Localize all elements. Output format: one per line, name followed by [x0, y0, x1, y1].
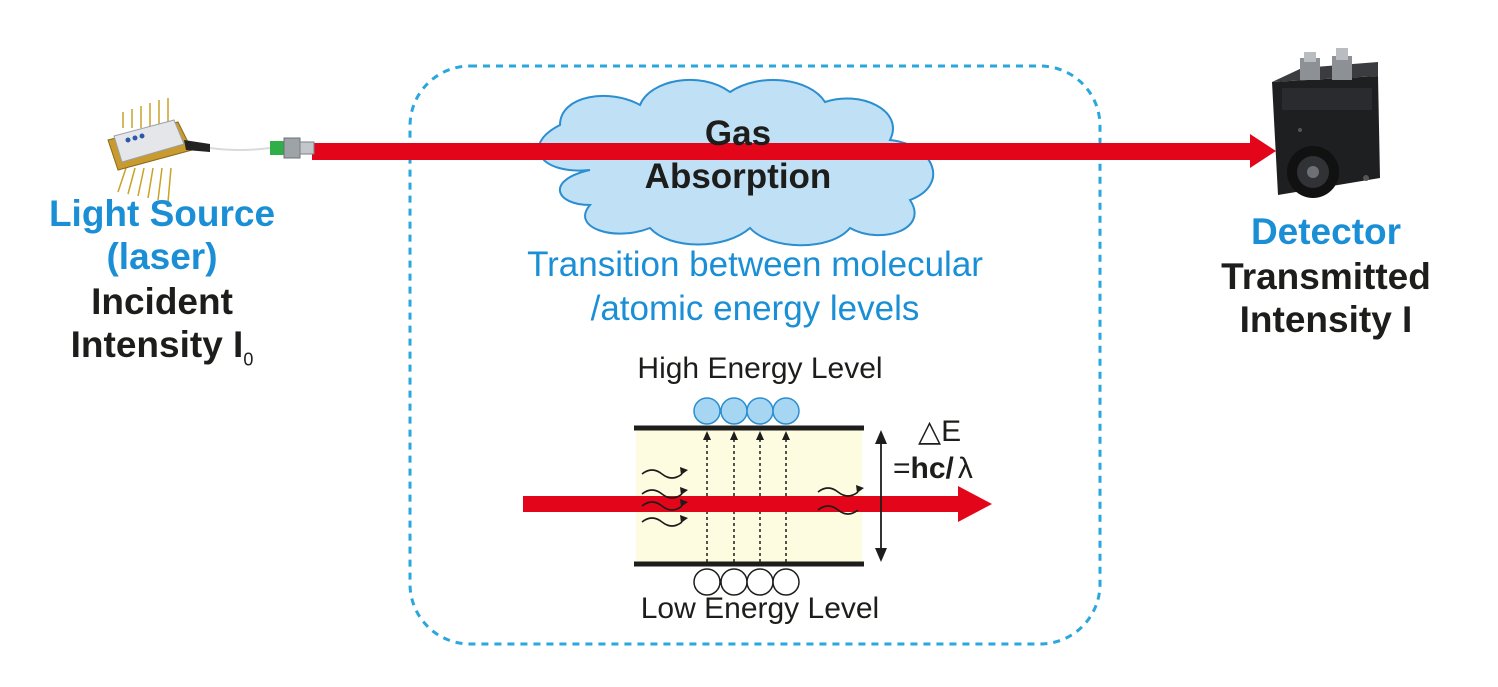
gas-cloud	[537, 78, 935, 247]
incident-intensity-subscript: 0	[243, 349, 254, 370]
light-source-title: Light Source (laser)	[12, 192, 312, 278]
transition-description: Transition between molecular /atomic ene…	[410, 243, 1100, 331]
dashed-region-border	[408, 64, 1102, 646]
laser-module-image	[107, 98, 315, 203]
detector-title: Detector	[1250, 211, 1402, 252]
cloud-label-line2: Absorption	[644, 157, 832, 196]
formula-lambda: λ	[957, 452, 973, 485]
transmitted-intensity-label: Transmitted Intensity I	[1176, 255, 1476, 341]
main-laser-beam	[312, 134, 1276, 168]
cloud-label: Gas Absorption	[598, 112, 878, 198]
formula-prefix: =	[893, 452, 911, 485]
photodetector-image	[1272, 48, 1380, 198]
transmitted-intensity-line2: Intensity I	[1239, 299, 1413, 340]
transition-line1: Transition between molecular	[527, 245, 983, 284]
low-energy-level-label: Low Energy Level	[640, 592, 880, 625]
low-level-particles	[693, 568, 800, 596]
high-level-particles	[693, 397, 800, 425]
incident-intensity-label: Incident Intensity I0	[12, 280, 312, 381]
incident-intensity-line2: Intensity I	[70, 324, 244, 365]
light-source-title-line2: (laser)	[106, 236, 218, 277]
photon-wave-arrows	[641, 469, 859, 527]
high-energy-level-label: High Energy Level	[637, 352, 883, 385]
cloud-label-line1: Gas	[704, 114, 772, 153]
transmitted-intensity-line1: Transmitted	[1221, 256, 1431, 297]
energy-level-diagram	[523, 397, 992, 596]
delta-e-label: △E	[918, 415, 962, 448]
photon-energy-formula: =hc/λ	[893, 452, 973, 486]
incident-intensity-line1: Incident	[91, 281, 233, 322]
formula-hc: hc/	[910, 452, 954, 485]
transition-line2: /atomic energy levels	[590, 289, 920, 328]
inner-laser-beam	[523, 486, 992, 522]
absorbing-medium	[636, 428, 862, 563]
light-source-title-line1: Light Source	[48, 193, 276, 234]
